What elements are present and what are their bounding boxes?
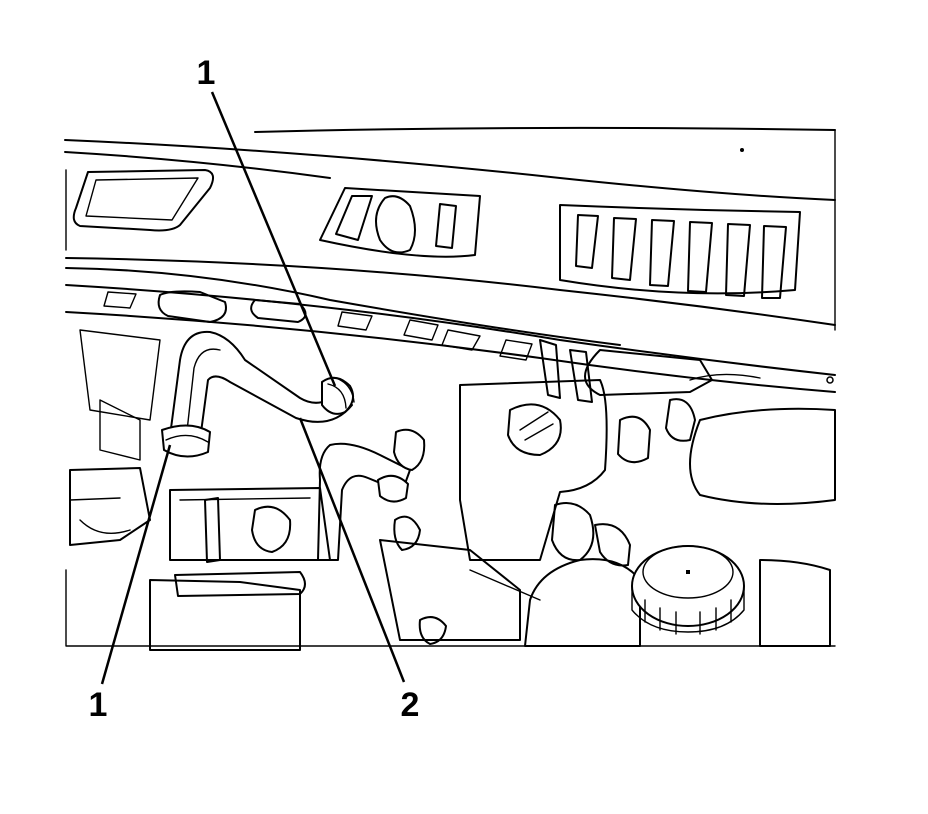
upper-hose-clamp (321, 376, 355, 415)
bracket-fittings (539, 339, 696, 464)
engine-components-left (69, 329, 331, 651)
callout-lower-clamp: 1 (89, 444, 172, 724)
engine-components-center (379, 515, 541, 645)
cowl-vent-fins (319, 187, 481, 258)
callout-label: 2 (401, 686, 420, 724)
right-lower-panel (65, 559, 836, 647)
coolant-reservoir (524, 502, 641, 647)
mounting-bracket (459, 379, 608, 561)
lower-hose-clamp (161, 424, 211, 458)
right-fender (689, 373, 836, 505)
callout-label: 1 (197, 54, 216, 92)
left-vent-opening (72, 169, 215, 232)
cowl-grille-slots (559, 204, 801, 299)
callout-hose: 2 (298, 417, 420, 724)
cross-member (65, 284, 836, 396)
callout-upper-clamp: 1 (197, 54, 337, 387)
callout-label: 1 (89, 686, 108, 724)
cowl-panel (64, 126, 836, 346)
coolant-hose (317, 428, 426, 561)
reservoir-cap (631, 545, 745, 635)
